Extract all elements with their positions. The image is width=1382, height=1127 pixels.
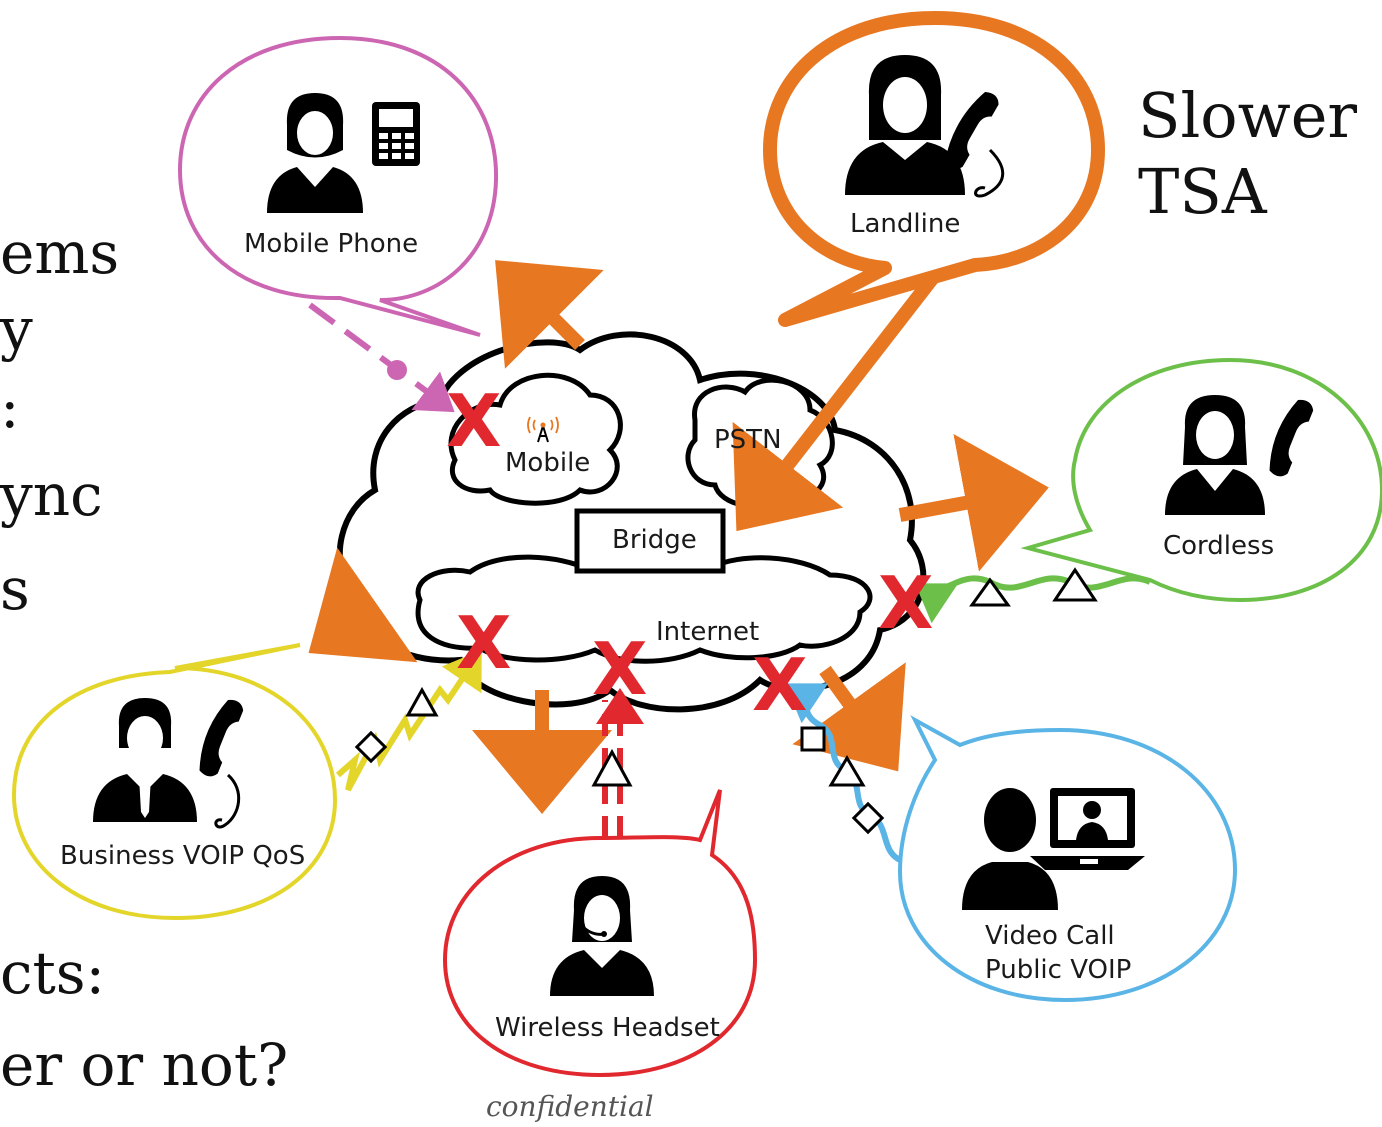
bridge-box bbox=[574, 508, 726, 574]
failure-marks: X X X X X bbox=[446, 379, 934, 727]
x-mark-icon: X bbox=[878, 561, 934, 645]
person-icon bbox=[845, 55, 965, 195]
mobile-cloud bbox=[448, 372, 623, 506]
mobile-phone-label: Mobile Phone bbox=[244, 229, 418, 259]
arrow-to-cordless bbox=[898, 433, 1049, 572]
arrow-to-mobile-phone bbox=[495, 260, 604, 369]
phone-handset-icon bbox=[1269, 399, 1314, 477]
arrow-to-business-voip bbox=[308, 547, 418, 663]
video-call-label-2: Public VOIP bbox=[985, 955, 1131, 985]
square-marker bbox=[800, 726, 826, 752]
mobile-inbound-stream bbox=[308, 302, 455, 413]
person-icon bbox=[267, 93, 363, 213]
triangle-marker bbox=[1052, 567, 1098, 602]
note-line-1: Slower bbox=[1138, 79, 1358, 152]
confidential-footer: confidential bbox=[486, 1090, 654, 1123]
x-mark-icon: X bbox=[752, 643, 808, 727]
person-icon bbox=[1165, 395, 1265, 515]
slower-tsa-note: Slower TSA bbox=[1138, 78, 1357, 230]
internet-cloud bbox=[415, 553, 873, 664]
phone-handset-icon bbox=[945, 92, 999, 169]
triangle-marker bbox=[828, 755, 866, 787]
mobile-network-label: Mobile bbox=[505, 448, 590, 478]
slide-fragment: cts: bbox=[0, 939, 106, 1007]
x-mark-icon: X bbox=[592, 627, 648, 711]
slide-fragment: ems bbox=[0, 219, 120, 287]
diamond-marker bbox=[354, 730, 388, 764]
triangle-marker bbox=[591, 748, 633, 787]
mobile-phone-icon bbox=[372, 102, 420, 166]
slide-fragment: s bbox=[0, 555, 30, 623]
x-mark-icon: X bbox=[456, 601, 512, 685]
outbound-arrows bbox=[308, 260, 1049, 814]
laptop-icon bbox=[1030, 788, 1145, 870]
business-inbound-stream bbox=[336, 650, 482, 792]
pstn-label: PSTN bbox=[714, 425, 782, 455]
person-icon bbox=[962, 788, 1058, 910]
note-line-2: TSA bbox=[1138, 155, 1267, 228]
internet-label: Internet bbox=[656, 617, 759, 647]
diamond-marker bbox=[851, 801, 885, 835]
wireless-headset-label: Wireless Headset bbox=[495, 1013, 720, 1043]
cordless-label: Cordless bbox=[1163, 531, 1274, 561]
phone-cord bbox=[974, 148, 1005, 198]
arrow-landline-to-bridge bbox=[732, 270, 941, 532]
slide-fragment: y bbox=[0, 295, 33, 363]
x-mark-icon: X bbox=[446, 379, 502, 463]
stream-dot bbox=[387, 360, 407, 380]
slide-fragment: er or not? bbox=[0, 1031, 289, 1099]
bridge-label: Bridge bbox=[612, 525, 697, 555]
business-voip-label: Business VOIP QoS bbox=[60, 841, 305, 871]
cordless-inbound-stream bbox=[915, 575, 1152, 624]
person-icon bbox=[550, 876, 654, 996]
triangle-marker bbox=[969, 577, 1011, 607]
antenna-tower-icon bbox=[527, 416, 559, 443]
slide-fragment: ync bbox=[0, 461, 103, 529]
phone-cord bbox=[214, 773, 241, 829]
landline-label: Landline bbox=[850, 209, 960, 239]
slide-fragment: : bbox=[0, 373, 20, 441]
triangle-marker bbox=[405, 686, 439, 717]
phone-handset-icon bbox=[199, 699, 244, 777]
person-icon bbox=[93, 698, 197, 822]
video-call-label-1: Video Call bbox=[985, 921, 1115, 951]
arrow-to-video-call bbox=[792, 662, 906, 772]
